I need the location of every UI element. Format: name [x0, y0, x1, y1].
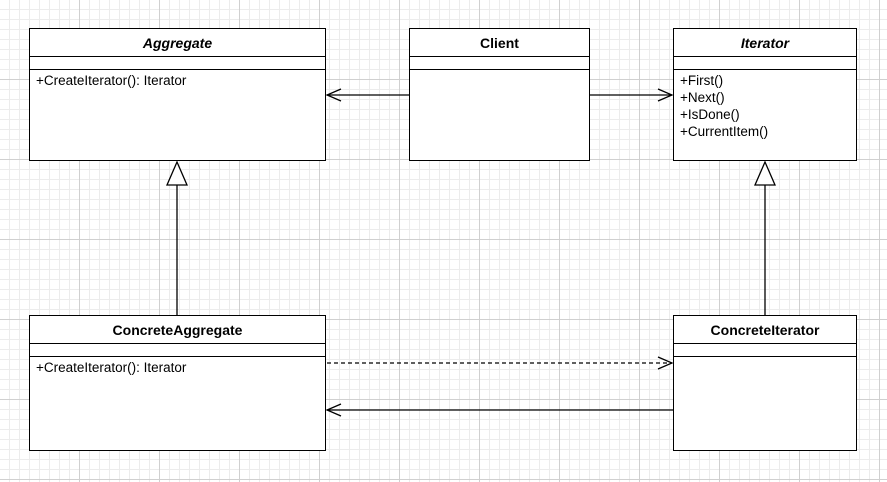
operation-create-iterator: +CreateIterator(): Iterator: [36, 360, 187, 375]
class-box-concrete-iterator[interactable]: ConcreteIterator: [673, 315, 857, 451]
attributes-compartment-client: [410, 57, 589, 70]
attributes-compartment-concrete-iterator: [674, 344, 856, 357]
class-box-concrete-aggregate[interactable]: ConcreteAggregate +CreateIterator(): Ite…: [29, 315, 326, 451]
operation-create-iterator: +CreateIterator(): Iterator: [36, 73, 187, 88]
class-box-aggregate[interactable]: Aggregate +CreateIterator(): Iterator: [29, 28, 326, 161]
class-name-concrete-iterator: ConcreteIterator: [674, 316, 856, 344]
class-name-client: Client: [410, 29, 589, 57]
operation-next: +Next(): [680, 90, 725, 105]
attributes-compartment-aggregate: [30, 57, 325, 70]
class-name-aggregate: Aggregate: [30, 29, 325, 57]
class-name-concrete-aggregate: ConcreteAggregate: [30, 316, 325, 344]
operation-current-item: +CurrentItem(): [680, 124, 769, 139]
operations-compartment-client: [410, 70, 589, 160]
class-box-client[interactable]: Client: [409, 28, 590, 161]
concrete-aggregate-generalization-arrowhead: [166, 160, 188, 186]
class-name-iterator: Iterator: [674, 29, 856, 57]
operations-compartment-concrete-aggregate: +CreateIterator(): Iterator: [30, 357, 325, 450]
attributes-compartment-concrete-aggregate: [30, 344, 325, 357]
operations-compartment-iterator: +First() +Next() +IsDone() +CurrentItem(…: [674, 70, 856, 160]
attributes-compartment-iterator: [674, 57, 856, 70]
class-box-iterator[interactable]: Iterator +First() +Next() +IsDone() +Cur…: [673, 28, 857, 161]
operation-first: +First(): [680, 73, 724, 88]
operations-compartment-aggregate: +CreateIterator(): Iterator: [30, 70, 325, 160]
operation-is-done: +IsDone(): [680, 107, 740, 122]
concrete-iterator-generalization-arrowhead: [754, 160, 776, 186]
operations-compartment-concrete-iterator: [674, 357, 856, 450]
